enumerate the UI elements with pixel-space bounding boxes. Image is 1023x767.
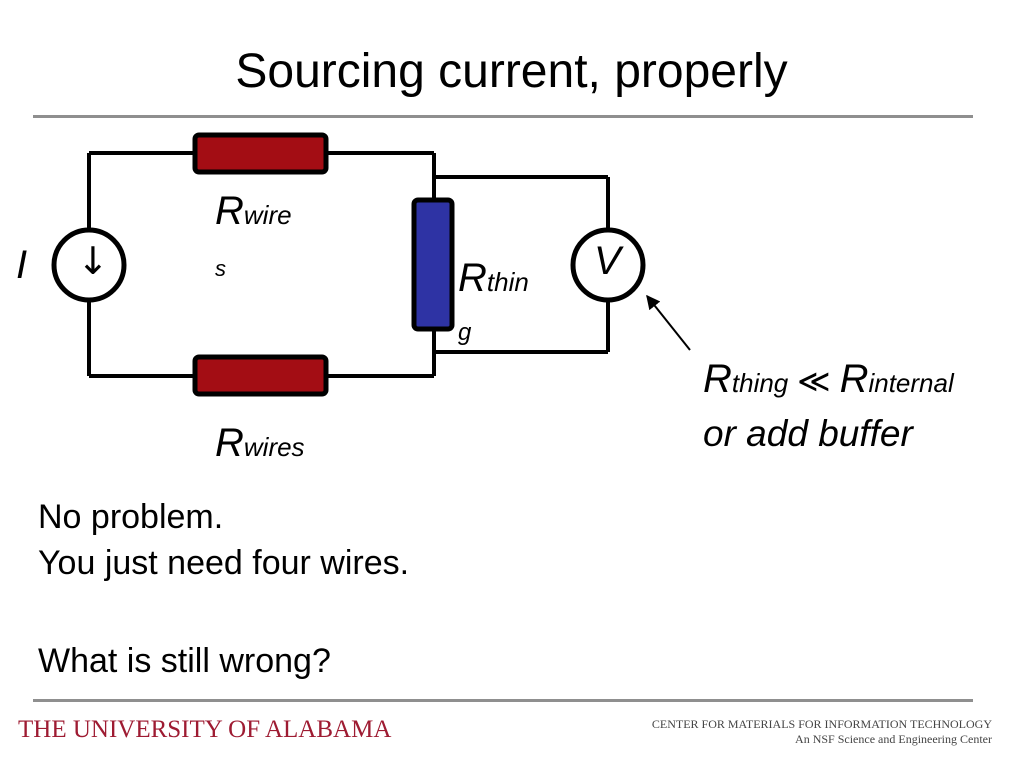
- r-thing-main: R: [458, 256, 487, 300]
- body-line-2: You just need four wires.: [38, 544, 410, 582]
- annotation-r-internal: R: [839, 357, 869, 401]
- voltmeter: [570, 227, 646, 303]
- r-thing-sub-wrap: g: [458, 319, 472, 346]
- annotation-r-thing: R: [703, 357, 732, 401]
- university-name: THE UNIVERSITY OF ALABAMA: [18, 716, 392, 743]
- body-line-1: No problem.: [38, 498, 224, 536]
- r-thing-sub: thin: [486, 267, 529, 297]
- r-wires-bottom-sub: wires: [243, 432, 305, 462]
- thing-resistor: [411, 197, 455, 332]
- current-source-arrow-icon: ↓: [77, 239, 109, 283]
- r-wires-top-sub: wire: [243, 200, 292, 230]
- slide-title: Sourcing current, properly: [235, 45, 788, 98]
- annotation-r-internal-sub: internal: [868, 368, 954, 398]
- center-name: CENTER FOR MATERIALS FOR INFORMATION TEC…: [651, 717, 992, 731]
- top-wire-resistor: [192, 132, 329, 175]
- body-line-3: What is still wrong?: [38, 642, 331, 680]
- annotation-relation: ≪: [788, 363, 840, 399]
- title-divider: [33, 115, 973, 118]
- r-wires-bottom-label: Rwires: [215, 421, 305, 466]
- center-subtitle: An NSF Science and Engineering Center: [795, 732, 992, 746]
- r-wires-top-label: Rwire: [215, 189, 292, 234]
- current-source-label: I: [16, 243, 28, 287]
- annotation-arrow: [646, 294, 691, 351]
- current-source: [51, 227, 127, 303]
- center-info: CENTER FOR MATERIALS FOR INFORMATION TEC…: [652, 717, 992, 747]
- r-wires-top-sub-wrap: s: [215, 256, 226, 281]
- footer-divider: [33, 699, 973, 702]
- annotation-line-1: Rthing ≪ Rinternal: [703, 357, 954, 402]
- annotation-line-2: or add buffer: [703, 413, 913, 454]
- annotation-r-thing-sub: thing: [731, 368, 789, 398]
- voltmeter-label: V: [594, 239, 621, 283]
- r-wires-top-main: R: [215, 189, 244, 233]
- bottom-wire-resistor: [192, 354, 329, 397]
- circuit-wires: [87, 151, 610, 378]
- r-wires-bottom-main: R: [215, 421, 244, 465]
- r-thing-label: Rthin: [458, 256, 529, 301]
